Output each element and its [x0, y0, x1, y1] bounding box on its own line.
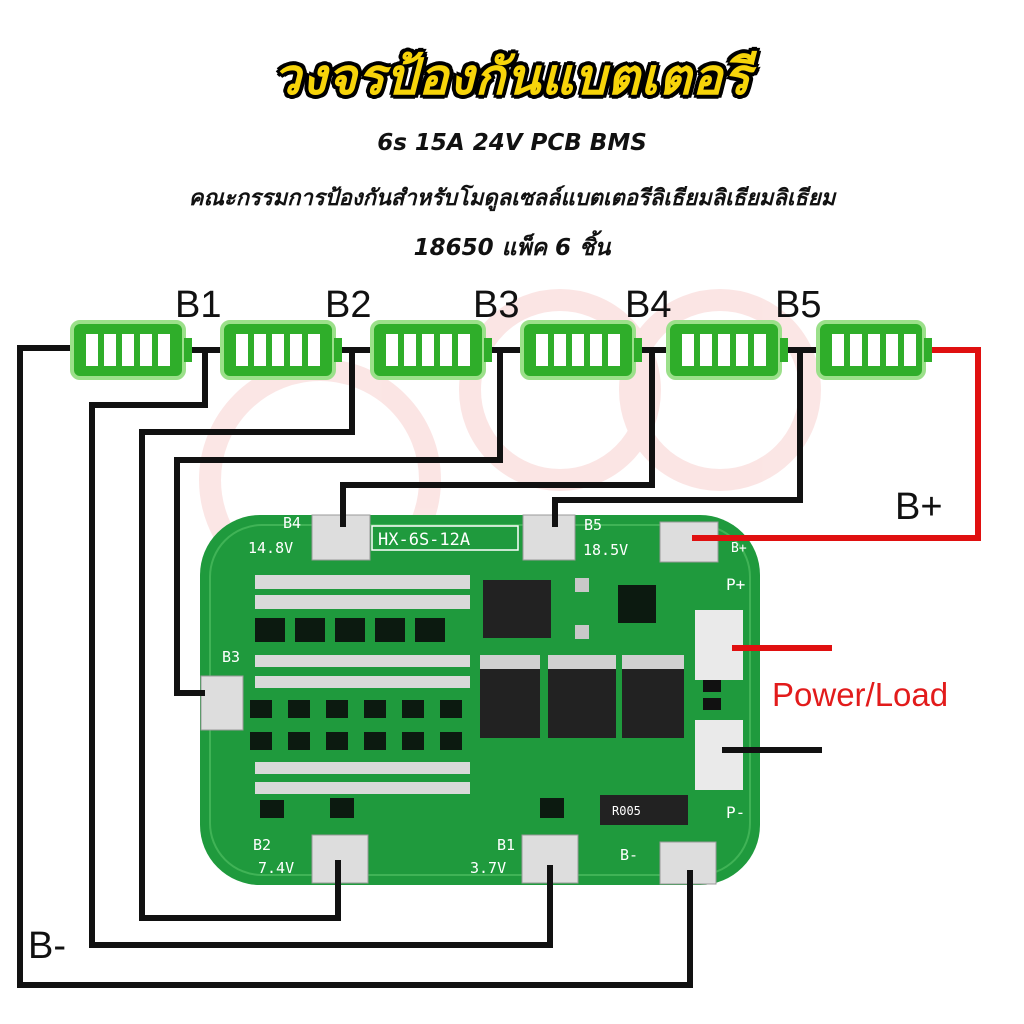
positive-wires [692, 347, 981, 651]
battery-cell [666, 320, 788, 380]
pcb-label-bminus: B- [620, 846, 638, 864]
pcb-label-b1-voltage: 3.7V [470, 859, 506, 877]
tap-label-b2: B2 [325, 284, 372, 326]
terminal-label-bminus: B- [28, 925, 66, 967]
wire-b1 [89, 350, 553, 948]
wire-b2 [139, 350, 355, 921]
tap-label-b3: B3 [473, 284, 520, 326]
battery-cell [370, 320, 492, 380]
pcb-model: HX-6S-12A [378, 530, 470, 550]
battery-pack [70, 320, 932, 380]
pad-b3 [200, 675, 244, 731]
tap-label-b5: B5 [775, 284, 822, 326]
pad-bplus [659, 521, 719, 563]
wire-b3 [174, 350, 503, 696]
battery-cell [816, 320, 932, 380]
page-title: วงจรป้องกันแบตเตอรี [272, 48, 752, 106]
pcb-label-bplus: B+ [731, 541, 747, 556]
wire-bplus [692, 347, 981, 541]
pcb-label-b3: B3 [222, 648, 240, 666]
battery-cell [70, 320, 192, 380]
pad-b5 [522, 514, 576, 561]
battery-cell [520, 320, 642, 380]
subtitle-pack: 18650 แพ็ค 6 ชิ้น [413, 235, 611, 261]
terminal-label-bplus: B+ [895, 486, 943, 528]
pcb-board: R005 B4 14.8V HX-6S-12A B5 18.5V B+ P+ B… [200, 514, 760, 885]
pcb-label-b5-voltage: 18.5V [583, 541, 628, 559]
wire-bminus [17, 345, 693, 988]
pcb-label-b1: B1 [497, 836, 515, 854]
wire-b5 [552, 350, 803, 527]
pcb-label-pminus: P- [726, 803, 745, 822]
balance-wires [17, 345, 822, 988]
tap-label-b1: B1 [175, 284, 222, 326]
pcb-label-b2-voltage: 7.4V [258, 859, 294, 877]
battery-cell [220, 320, 342, 380]
resistor-marking: R005 [612, 804, 641, 818]
pcb-label-b4-voltage: 14.8V [248, 539, 293, 557]
tap-label-b4: B4 [625, 284, 672, 326]
wire-b4 [340, 350, 655, 527]
subtitle-spec: 6s 15A 24V PCB BMS [377, 130, 647, 156]
pcb-label-b2: B2 [253, 836, 271, 854]
pcb-label-b5: B5 [584, 516, 602, 534]
subtitle-description: คณะกรรมการป้องกันสำหรับโมดูลเซลล์แบตเตอร… [188, 186, 836, 211]
power-load-label: Power/Load [772, 676, 949, 713]
pcb-label-b4: B4 [283, 514, 301, 532]
pcb-label-pplus: P+ [726, 575, 745, 594]
